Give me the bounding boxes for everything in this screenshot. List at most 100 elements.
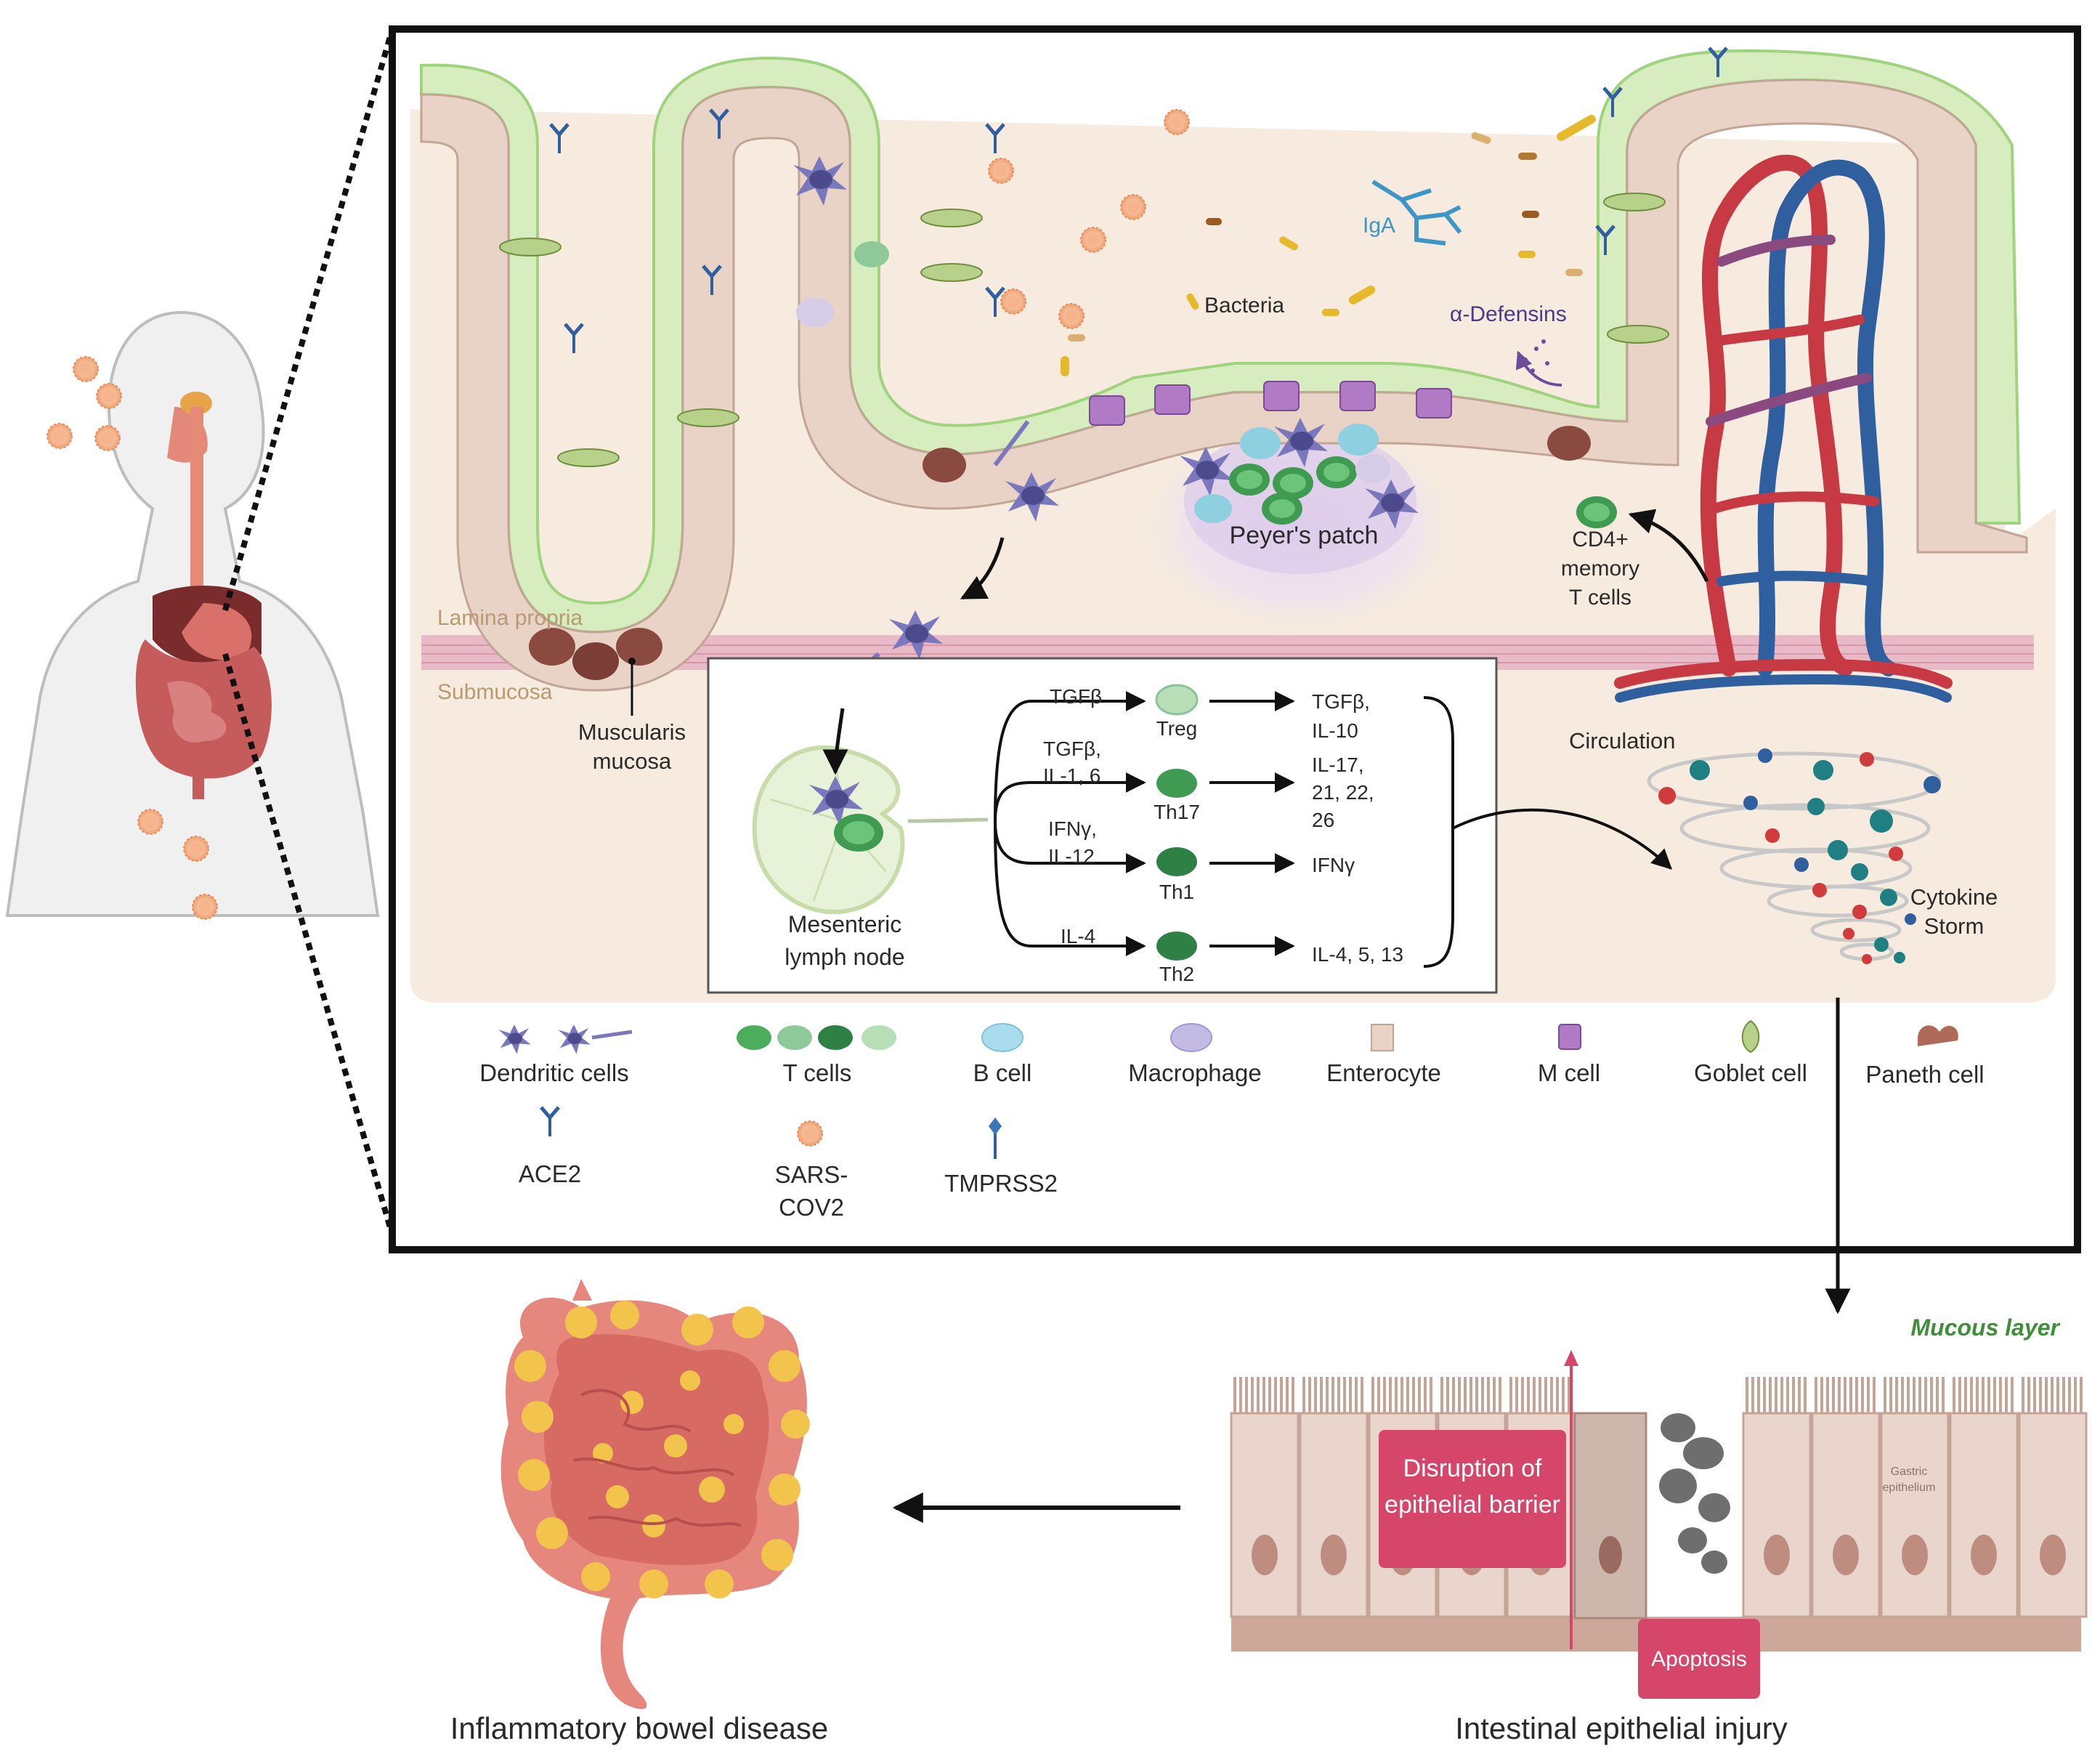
th17-cell-icon xyxy=(1156,769,1197,798)
epithelial-cell xyxy=(1880,1412,1950,1618)
virus-icon xyxy=(192,894,218,920)
migration-arrow-1 xyxy=(960,537,1005,600)
th2-output: IL-4, 5, 13 xyxy=(1312,943,1403,966)
legend-sars-cov2-line2: COV2 xyxy=(779,1194,844,1221)
muscularis-label-line2: mucosa xyxy=(593,748,672,774)
zoom-line-top xyxy=(222,28,395,612)
disruption-callout xyxy=(1379,1430,1566,1568)
lymph-node-label-line1: Mesenteric xyxy=(788,911,902,937)
th1-label: Th1 xyxy=(1159,881,1194,903)
th17-input-line2: IL-1, 6 xyxy=(1043,764,1100,787)
virus-icon xyxy=(46,423,73,449)
t-cell-icon xyxy=(1229,464,1270,496)
zoom-line-bottom xyxy=(222,652,395,1237)
treg-output-line1: TGFβ, xyxy=(1312,690,1370,713)
cytokine-dot xyxy=(1812,883,1827,897)
cytokine-storm-label-line2: Storm xyxy=(1924,913,1985,939)
cytokine-dot xyxy=(1765,828,1780,843)
cd4-label-line3: T cells xyxy=(1569,586,1631,610)
cytokine-dot xyxy=(1870,809,1893,833)
cytokine-dot xyxy=(1860,752,1874,767)
migration-arrow-2 xyxy=(822,708,848,775)
ibd-intestine-illustration xyxy=(500,1279,810,1710)
cytokine-dot xyxy=(1743,796,1758,810)
epithelial-cell xyxy=(1299,1412,1369,1618)
epithelial-cell xyxy=(1742,1412,1812,1618)
lamina-propria-label: Lamina propria xyxy=(437,606,583,630)
muscularis-label-line1: Muscularis xyxy=(578,719,686,745)
th1-cell-icon xyxy=(1156,847,1197,876)
th2-input: IL-4 xyxy=(1061,925,1095,947)
virus-icon xyxy=(96,383,122,409)
epithelial-injury-caption: Intestinal epithelial injury xyxy=(1455,1711,1788,1745)
legend-enterocyte: Enterocyte xyxy=(1326,1059,1441,1086)
goblet-cells xyxy=(499,193,1669,467)
cytokine-dot xyxy=(1874,937,1889,952)
th1-output: IFNγ xyxy=(1312,854,1355,876)
cytokine-dot xyxy=(1690,760,1710,780)
legend-tmprss2: TMPRSS2 xyxy=(944,1170,1058,1197)
human-figure xyxy=(5,310,380,917)
cytokine-dot xyxy=(1658,787,1676,804)
legend xyxy=(498,1019,1958,1159)
b-cell-icon xyxy=(981,1023,1023,1052)
disruption-label-line2: epithelial barrier xyxy=(1385,1491,1560,1519)
cytokine-dot xyxy=(1851,863,1868,881)
t-cell-icon xyxy=(1262,493,1302,525)
defensins-arrow xyxy=(1515,350,1562,387)
lymph-node-label-line2: lymph node xyxy=(785,944,904,970)
circulation-label: Circulation xyxy=(1569,728,1675,753)
cytokine-dot xyxy=(1923,776,1941,793)
epithelial-cell xyxy=(1811,1412,1881,1618)
th2-label: Th2 xyxy=(1159,963,1194,985)
legend-ace2: ACE2 xyxy=(519,1160,581,1187)
th17-output-line1: IL-17, xyxy=(1312,753,1364,776)
t-cell-icon xyxy=(737,1025,896,1050)
gastric-label-line2: epithelium xyxy=(1883,1482,1936,1494)
legend-t-cells: T cells xyxy=(783,1059,852,1086)
cytokine-dot xyxy=(1843,928,1854,939)
apoptosis-label: Apoptosis xyxy=(1651,1647,1747,1671)
th17-input-line1: TGFβ, xyxy=(1043,737,1101,760)
macrophage-icon xyxy=(1170,1023,1212,1052)
iga-label: IgA xyxy=(1363,214,1395,238)
t-cell-icon xyxy=(854,241,889,267)
virus-icon xyxy=(1080,227,1106,253)
m-cell-icon xyxy=(1558,1024,1581,1050)
legend-m-cell: M cell xyxy=(1538,1059,1600,1086)
goblet-cell-icon xyxy=(1741,1019,1760,1054)
cytokine-dot xyxy=(1880,889,1897,906)
enterocyte-icon xyxy=(1371,1024,1394,1051)
cd4-memory-t-cell-icon xyxy=(1576,496,1617,528)
virus-icon xyxy=(988,158,1014,184)
defensin-dots xyxy=(1523,339,1549,373)
differentiation-branches xyxy=(994,691,1673,968)
th17-label: Th17 xyxy=(1154,801,1200,823)
paneth-cell-icon xyxy=(1918,1025,1958,1046)
cytokine-storm-icon xyxy=(1647,748,1942,964)
legend-goblet-cell: Goblet cell xyxy=(1694,1059,1807,1086)
cytokine-dot xyxy=(1852,905,1867,919)
microvilli xyxy=(1233,1377,2083,1413)
gastric-label-line1: Gastric xyxy=(1891,1466,1928,1478)
epithelial-injury-illustration xyxy=(1230,1350,2088,1699)
t-cell-icon xyxy=(1316,456,1357,488)
virus-icon xyxy=(797,1120,823,1147)
virus-icon xyxy=(1000,288,1026,315)
th2-cell-icon xyxy=(1156,931,1197,961)
m-cells xyxy=(1089,381,1452,426)
virus-icon xyxy=(1058,303,1085,329)
virus-icon xyxy=(1164,109,1190,135)
virus-icon xyxy=(183,836,209,862)
virus-icon xyxy=(137,809,163,835)
treg-label: Treg xyxy=(1156,717,1198,740)
disruption-label-line1: Disruption of xyxy=(1403,1455,1542,1482)
apoptosis-callout xyxy=(1638,1619,1760,1699)
epithelial-cell xyxy=(1949,1412,2019,1618)
blood-vessels xyxy=(1614,154,1953,703)
legend-sars-cov2-line1: SARS- xyxy=(775,1161,848,1188)
submucosa-label: Submucosa xyxy=(437,680,553,704)
legend-dendritic-cells: Dendritic cells xyxy=(479,1059,628,1086)
epithelial-cell xyxy=(1230,1412,1300,1618)
